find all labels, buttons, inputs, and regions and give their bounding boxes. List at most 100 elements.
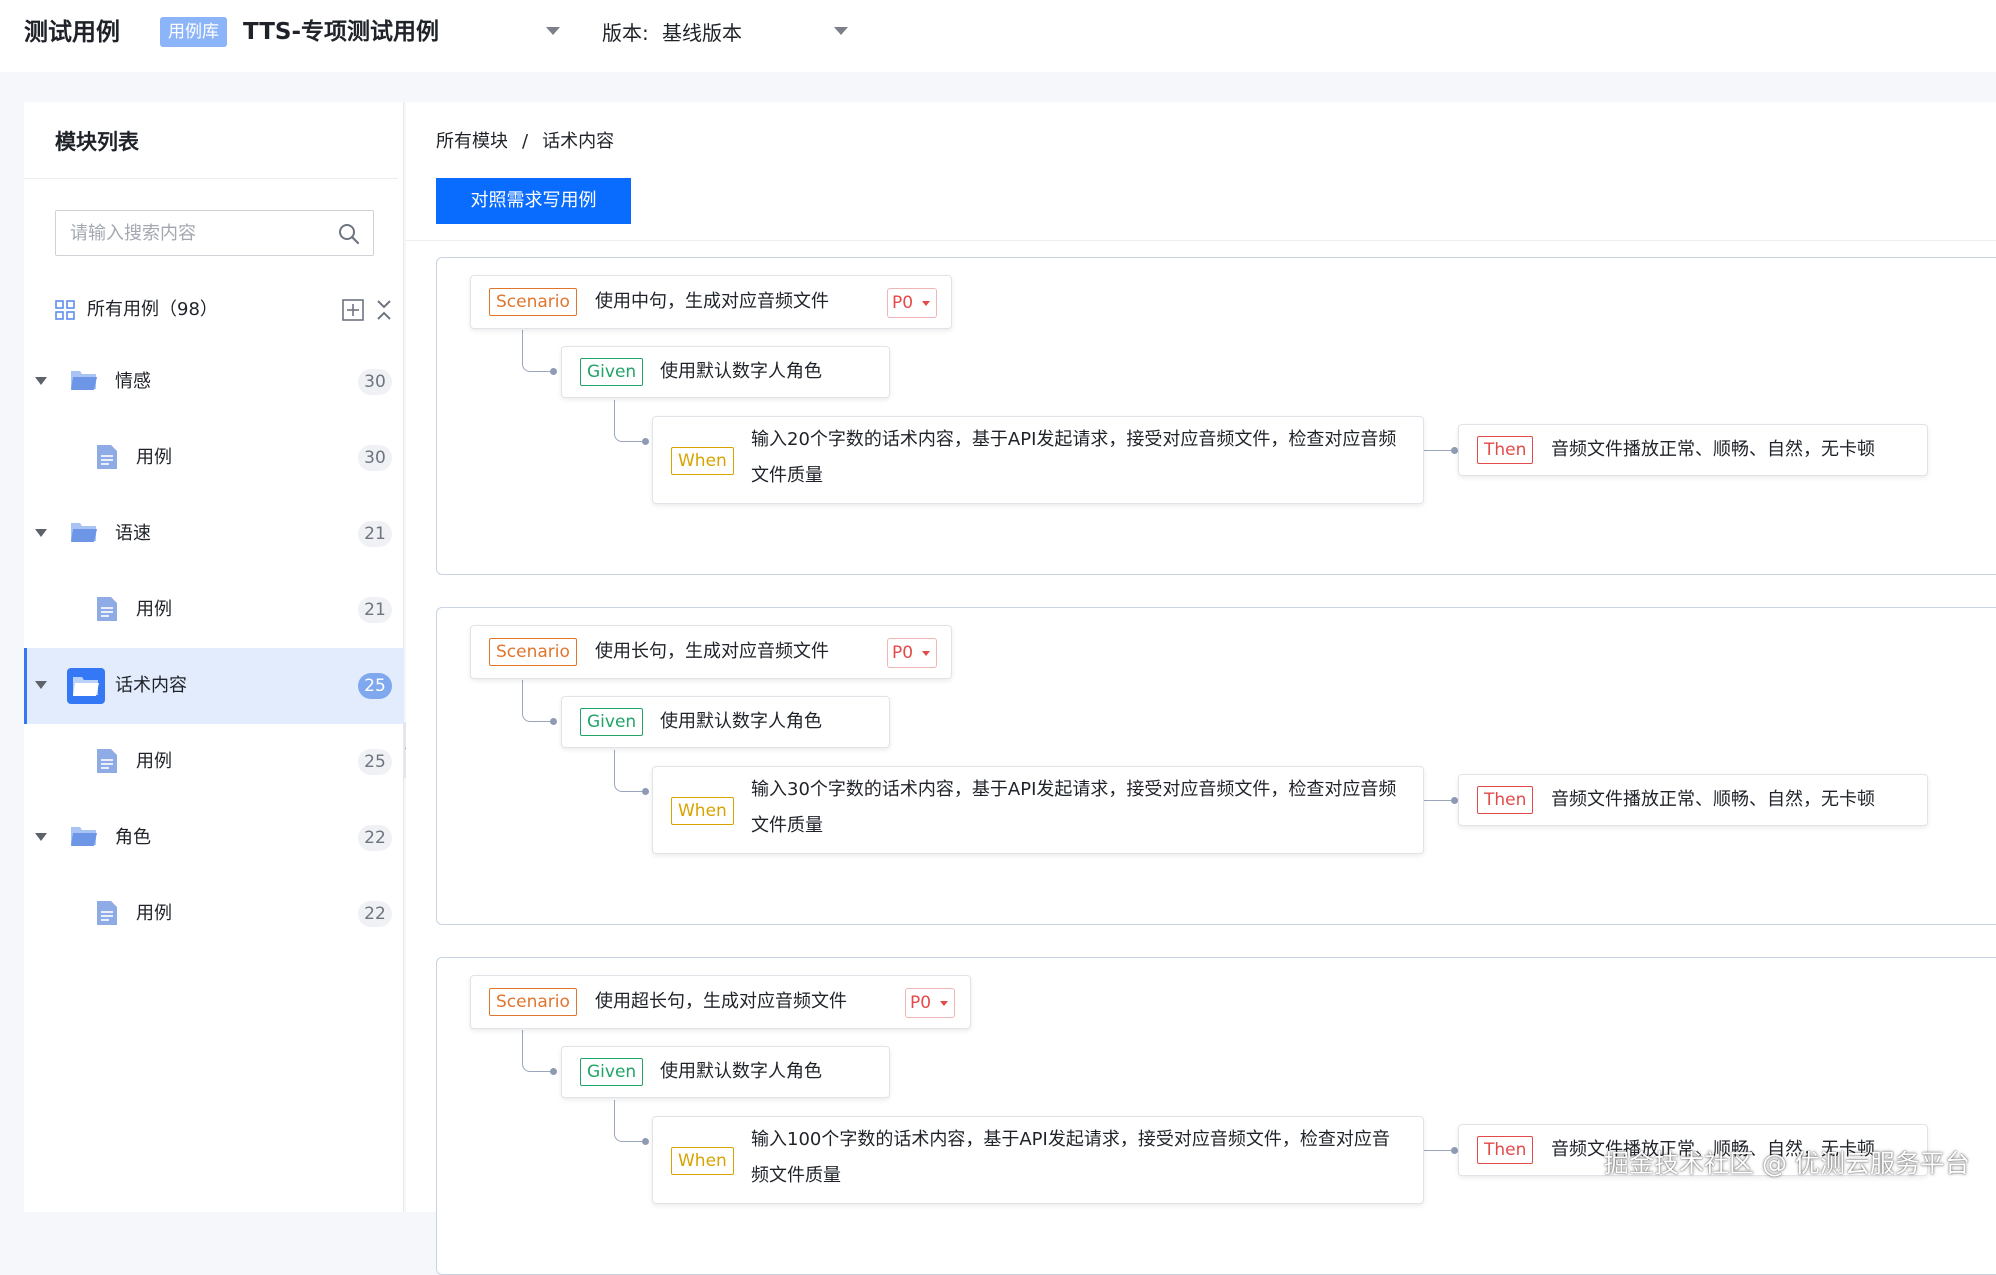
document-icon bbox=[97, 749, 117, 773]
connector-dot bbox=[1451, 447, 1458, 454]
when-node[interactable]: When 输入30个字数的话术内容，基于API发起请求，接受对应音频文件，检查对… bbox=[652, 766, 1424, 854]
sidebar-module-script-content[interactable]: 话术内容 25 bbox=[24, 648, 404, 724]
scenario-node[interactable]: Scenario 使用中句，生成对应音频文件 P0 bbox=[470, 275, 952, 329]
sidebar-case-script-content[interactable]: 用例 25 bbox=[24, 724, 404, 800]
module-search-input[interactable] bbox=[70, 211, 330, 255]
sidebar-module-role[interactable]: 角色 22 bbox=[24, 800, 404, 876]
module-sidebar: 模块列表 所有用例（98） 情感 bbox=[24, 102, 404, 1212]
expand-arrow-icon[interactable] bbox=[35, 833, 47, 841]
connector-dot bbox=[642, 1138, 649, 1145]
module-label: 语速 bbox=[115, 523, 151, 544]
then-node[interactable]: Then 音频文件播放正常、顺畅、自然，无卡顿 bbox=[1458, 774, 1928, 826]
connector-line bbox=[614, 750, 646, 792]
module-label: 情感 bbox=[115, 371, 151, 392]
when-text-line2: 文件质量 bbox=[751, 465, 823, 486]
sidebar-case-emotion[interactable]: 用例 30 bbox=[24, 420, 404, 496]
write-case-by-requirement-button[interactable]: 对照需求写用例 bbox=[436, 178, 631, 224]
module-count-badge: 30 bbox=[358, 369, 392, 395]
expand-arrow-icon[interactable] bbox=[35, 529, 47, 537]
module-count-badge: 22 bbox=[358, 825, 392, 851]
app-title: 测试用例 bbox=[24, 18, 120, 46]
library-selector[interactable]: TTS-专项测试用例 bbox=[243, 19, 440, 45]
sidebar-module-speed[interactable]: 语速 21 bbox=[24, 496, 404, 572]
scenario-node[interactable]: Scenario 使用超长句，生成对应音频文件 P0 bbox=[470, 975, 971, 1029]
module-label: 角色 bbox=[115, 827, 151, 848]
module-count-badge: 21 bbox=[358, 521, 392, 547]
case-count-badge: 22 bbox=[358, 901, 392, 927]
all-cases-item[interactable]: 所有用例（98） bbox=[24, 288, 404, 332]
case-card: Scenario 使用长句，生成对应音频文件 P0 Given 使用默认数字人角… bbox=[436, 607, 1996, 925]
version-dropdown-chevron-down-icon[interactable] bbox=[834, 27, 848, 35]
folder-open-icon bbox=[71, 371, 97, 390]
scenario-text: 使用超长句，生成对应音频文件 bbox=[595, 991, 847, 1012]
connector-dot bbox=[550, 368, 557, 375]
then-tag: Then bbox=[1477, 786, 1534, 814]
connector-line bbox=[614, 400, 646, 442]
document-icon bbox=[97, 597, 117, 621]
given-node[interactable]: Given 使用默认数字人角色 bbox=[561, 346, 890, 398]
case-card: Scenario 使用中句，生成对应音频文件 P0 Given 使用默认数字人角… bbox=[436, 257, 1996, 575]
given-text: 使用默认数字人角色 bbox=[660, 711, 822, 732]
when-text-line1: 输入20个字数的话术内容，基于API发起请求，接受对应音频文件，检查对应音频 bbox=[751, 429, 1397, 450]
sidebar-module-emotion[interactable]: 情感 30 bbox=[24, 344, 404, 420]
given-node[interactable]: Given 使用默认数字人角色 bbox=[561, 1046, 890, 1098]
then-text: 音频文件播放正常、顺畅、自然，无卡顿 bbox=[1551, 439, 1875, 460]
folder-open-icon bbox=[67, 668, 105, 704]
when-node[interactable]: When 输入20个字数的话术内容，基于API发起请求，接受对应音频文件，检查对… bbox=[652, 416, 1424, 504]
library-badge: 用例库 bbox=[160, 17, 227, 47]
version-selector[interactable]: 基线版本 bbox=[662, 21, 742, 45]
priority-select[interactable]: P0 bbox=[887, 288, 937, 318]
breadcrumb-root[interactable]: 所有模块 bbox=[436, 131, 508, 152]
scenario-tag: Scenario bbox=[489, 638, 577, 666]
document-icon bbox=[97, 445, 117, 469]
then-node[interactable]: Then 音频文件播放正常、顺畅、自然，无卡顿 bbox=[1458, 424, 1928, 476]
priority-select[interactable]: P0 bbox=[887, 638, 937, 668]
then-text: 音频文件播放正常、顺畅、自然，无卡顿 bbox=[1551, 1139, 1875, 1160]
then-tag: Then bbox=[1477, 436, 1534, 464]
collapse-all-icon[interactable] bbox=[376, 299, 392, 321]
given-tag: Given bbox=[580, 708, 644, 736]
library-dropdown-chevron-down-icon[interactable] bbox=[546, 27, 560, 35]
expand-arrow-icon[interactable] bbox=[35, 681, 47, 689]
priority-value: P0 bbox=[910, 993, 932, 1013]
priority-chevron-down-icon bbox=[922, 301, 930, 306]
connector-dot bbox=[642, 438, 649, 445]
module-search-box bbox=[55, 210, 374, 256]
connector-dot bbox=[1451, 797, 1458, 804]
sidebar-case-speed[interactable]: 用例 21 bbox=[24, 572, 404, 648]
case-count-badge: 30 bbox=[358, 445, 392, 471]
given-node[interactable]: Given 使用默认数字人角色 bbox=[561, 696, 890, 748]
sidebar-case-role[interactable]: 用例 22 bbox=[24, 876, 404, 952]
connector-dot bbox=[1451, 1147, 1458, 1154]
then-tag: Then bbox=[1477, 1136, 1534, 1164]
when-text-line1: 输入30个字数的话术内容，基于API发起请求，接受对应音频文件，检查对应音频 bbox=[751, 779, 1397, 800]
document-icon bbox=[97, 901, 117, 925]
breadcrumb: 所有模块 / 话术内容 bbox=[436, 126, 614, 158]
breadcrumb-separator: / bbox=[522, 131, 529, 152]
connector-line bbox=[614, 1100, 646, 1142]
connector-line bbox=[522, 680, 554, 722]
when-text-line1: 输入100个字数的话术内容，基于API发起请求，接受对应音频文件，检查对应音 bbox=[751, 1129, 1390, 1150]
connector-line bbox=[522, 1030, 554, 1072]
add-module-plus-icon[interactable] bbox=[342, 299, 364, 321]
given-text: 使用默认数字人角色 bbox=[660, 1061, 822, 1082]
priority-value: P0 bbox=[892, 643, 914, 663]
given-tag: Given bbox=[580, 358, 644, 386]
breadcrumb-current: 话术内容 bbox=[542, 131, 615, 152]
case-card: Scenario 使用超长句，生成对应音频文件 P0 Given 使用默认数字人… bbox=[436, 957, 1996, 1275]
when-text-line2: 频文件质量 bbox=[751, 1165, 841, 1186]
then-node[interactable]: Then 音频文件播放正常、顺畅、自然，无卡顿 bbox=[1458, 1124, 1928, 1176]
scenario-tag: Scenario bbox=[489, 288, 577, 316]
module-count-badge: 25 bbox=[358, 673, 392, 699]
then-text: 音频文件播放正常、顺畅、自然，无卡顿 bbox=[1551, 789, 1875, 810]
expand-arrow-icon[interactable] bbox=[35, 377, 47, 385]
scenario-node[interactable]: Scenario 使用长句，生成对应音频文件 P0 bbox=[470, 625, 952, 679]
priority-select[interactable]: P0 bbox=[905, 988, 955, 1018]
scenario-tag: Scenario bbox=[489, 988, 577, 1016]
when-tag: When bbox=[671, 797, 734, 825]
case-label: 用例 bbox=[136, 751, 172, 772]
search-icon[interactable] bbox=[337, 222, 361, 246]
sidebar-title: 模块列表 bbox=[55, 130, 139, 154]
when-node[interactable]: When 输入100个字数的话术内容，基于API发起请求，接受对应音频文件，检查… bbox=[652, 1116, 1424, 1204]
given-text: 使用默认数字人角色 bbox=[660, 361, 822, 382]
